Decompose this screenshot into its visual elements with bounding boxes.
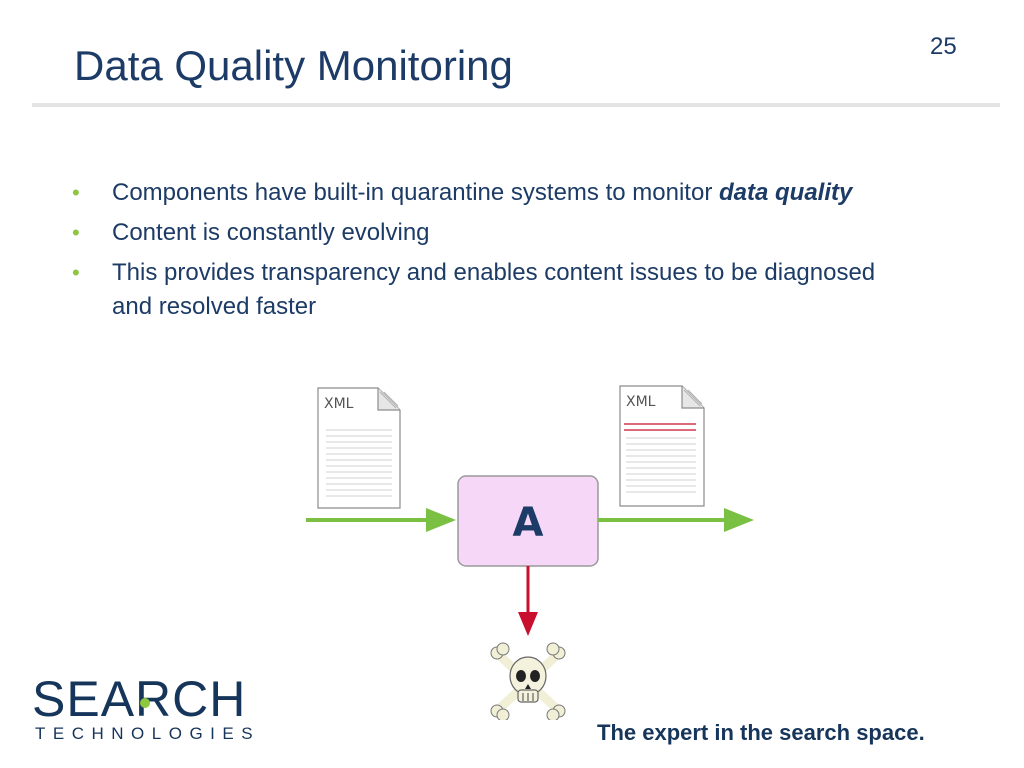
- page-number: 25: [930, 33, 957, 60]
- search-technologies-logo: SEARCH TECHNOLOGIES: [32, 672, 272, 748]
- bullet-marker: •: [72, 180, 80, 205]
- bullet-item: • Components have built-in quarantine sy…: [72, 176, 912, 210]
- component-box: A: [457, 475, 599, 567]
- output-flow-arrow: [598, 508, 754, 532]
- logo-accent-dot: [140, 698, 150, 708]
- input-doc-label: XML: [324, 396, 354, 412]
- bullet-text: Content is constantly evolving: [112, 219, 430, 246]
- bullet-item: • This provides transparency and enables…: [72, 256, 912, 324]
- bullet-list: • Components have built-in quarantine sy…: [72, 176, 912, 330]
- logo-wordmark: SEARCH: [32, 671, 247, 727]
- title-divider: [32, 103, 1000, 107]
- bullet-marker: •: [72, 260, 80, 285]
- bullet-marker: •: [72, 220, 80, 245]
- logo-subtitle: TECHNOLOGIES: [35, 724, 261, 743]
- quarantine-arrow: [518, 566, 538, 636]
- skull-crossbones-icon: [490, 642, 566, 720]
- bullet-text: This provides transparency and enables c…: [112, 259, 876, 320]
- footer-tagline: The expert in the search space.: [597, 720, 925, 745]
- bullet-item: • Content is constantly evolving: [72, 216, 912, 250]
- component-label: A: [513, 500, 544, 546]
- output-doc-label: XML: [626, 394, 656, 410]
- slide-title: Data Quality Monitoring: [74, 42, 513, 89]
- quarantine-diagram: XML XML: [306, 385, 754, 720]
- input-xml-document-icon: XML: [317, 387, 401, 509]
- input-flow-arrow: [306, 508, 456, 532]
- bullet-emphasis: data quality: [718, 179, 853, 206]
- bullet-text: Components have built-in quarantine syst…: [112, 179, 719, 206]
- output-xml-document-icon: XML: [619, 385, 705, 507]
